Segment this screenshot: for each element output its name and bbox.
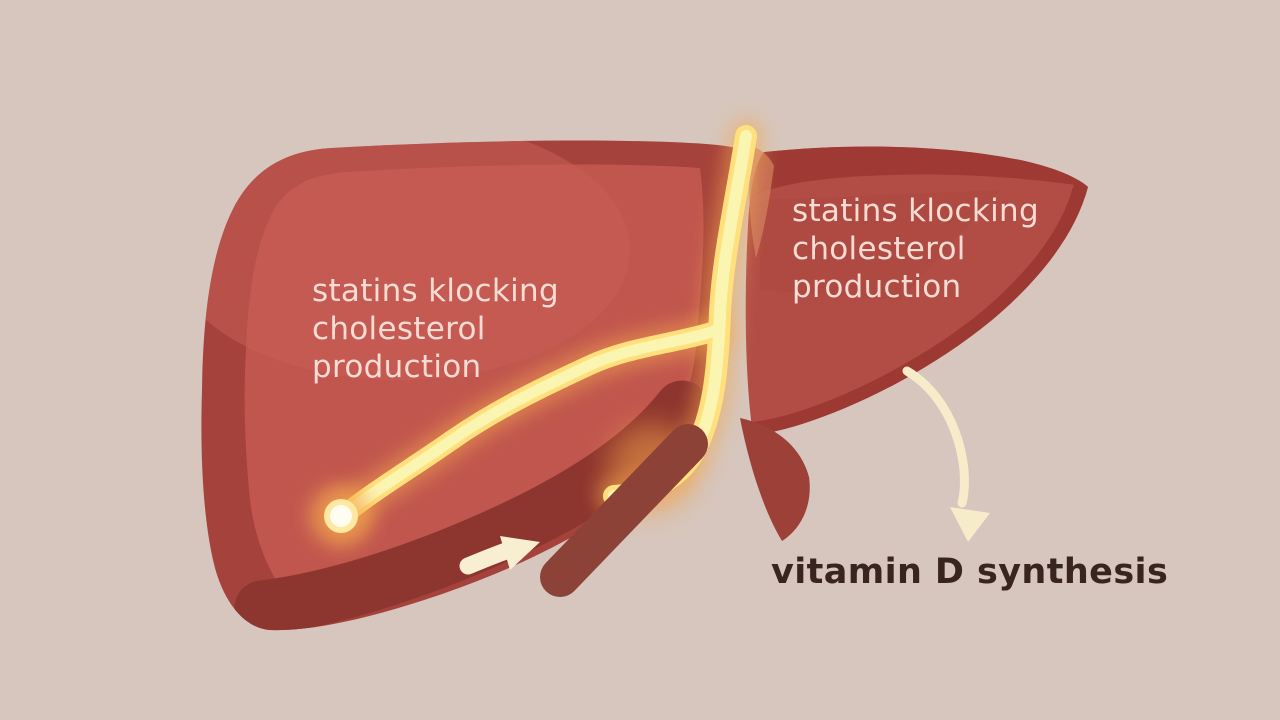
right-lobe-label-line-1: statins klocking: [792, 193, 1039, 229]
left-lobe-label-line-2: cholesterol: [312, 311, 486, 347]
left-lobe-label-line-3: production: [312, 349, 482, 385]
right-lobe-label-line-3: production: [792, 269, 962, 305]
caption-text: vitamin D synthesis: [771, 552, 1169, 592]
right-lobe-facet: [760, 190, 1000, 300]
left-lobe-label: statins klocking cholesterol production: [312, 272, 559, 386]
right-lobe-label-line-2: cholesterol: [792, 231, 966, 267]
left-lobe-highlight: [201, 140, 630, 380]
right-lobe-label: statins klocking cholesterol production: [792, 192, 1039, 306]
hepatic-duct-bar: [540, 424, 708, 597]
right-lobe-lower-tip: [740, 418, 810, 541]
small-arrow-icon: [459, 536, 540, 575]
right-lobe-body: [745, 146, 1088, 436]
duct-branch-core: [338, 324, 724, 521]
glow-dot-icon: [309, 484, 373, 548]
left-lobe-label-line-1: statins klocking: [312, 273, 559, 309]
liver-right-lobe: [740, 146, 1088, 541]
curved-down-arrow-icon: [902, 366, 990, 542]
right-lobe-top-band: [756, 146, 1088, 194]
